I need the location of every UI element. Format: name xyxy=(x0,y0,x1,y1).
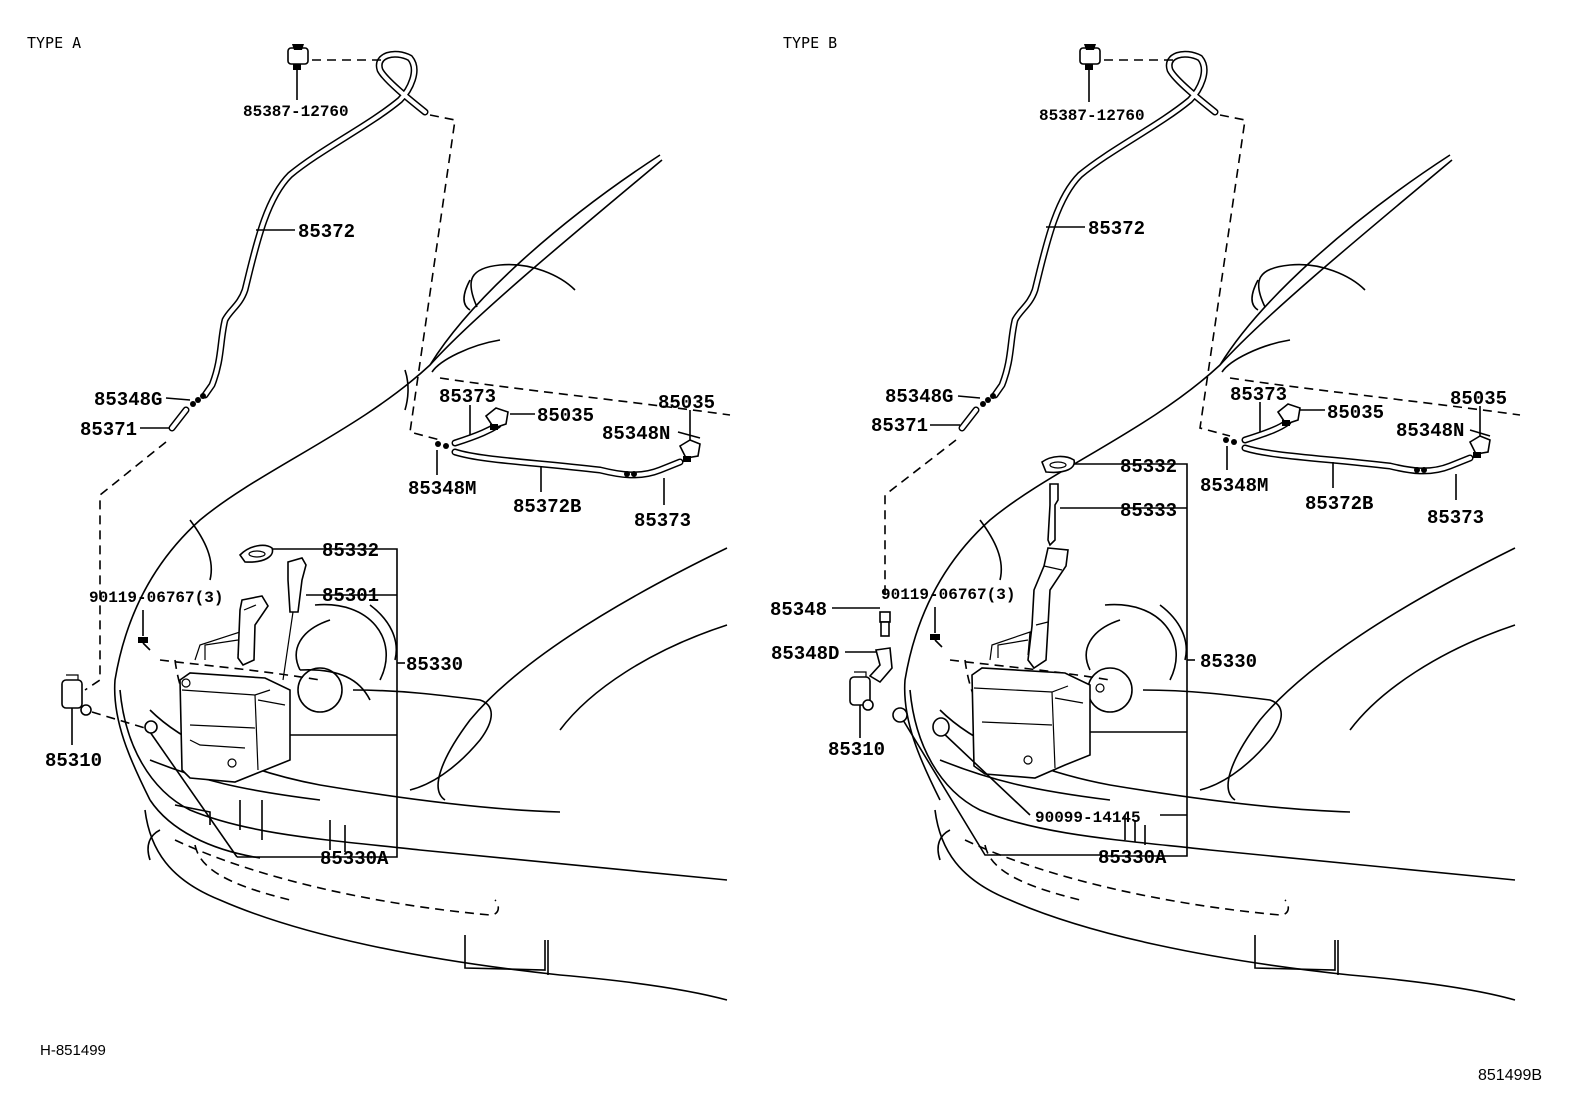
label-b-assy: 85330 xyxy=(1200,651,1257,673)
panel-type-a: TYPE A xyxy=(27,34,731,1059)
route-dash-b2 xyxy=(884,439,957,600)
label-a-hose-short: 85371 xyxy=(80,419,137,441)
pump-dash-a xyxy=(91,711,146,729)
hose-clip-icon xyxy=(287,44,309,100)
washer-jar-icon xyxy=(971,631,1105,779)
grommet-icon xyxy=(932,717,950,737)
car-front-outline xyxy=(113,154,731,1001)
leader-b-joint-g xyxy=(957,395,981,399)
hose-joint-icon xyxy=(980,393,996,407)
label-b-nozzle-left: 85035 xyxy=(1327,402,1384,424)
label-a-hose-372b: 85372B xyxy=(513,496,581,518)
image-code-left: H-851499 xyxy=(40,1042,106,1059)
label-b-joint-m: 85348M xyxy=(1200,475,1268,497)
grommet-icon xyxy=(144,720,158,734)
label-b-joint-n: 85348N xyxy=(1396,420,1464,442)
label-a-hose-b: 85373 xyxy=(439,386,496,408)
washer-nozzle-icon xyxy=(678,439,701,462)
washer-nozzle-icon xyxy=(1468,435,1491,458)
hose-joint-icon xyxy=(190,393,206,407)
label-a-cap-gasket: 85332 xyxy=(322,540,379,562)
route-dash-a2 xyxy=(84,441,167,691)
washer-pump-icon xyxy=(849,671,874,738)
label-b-grommet: 90099-14145 xyxy=(1035,809,1141,827)
type-b-label: TYPE B xyxy=(783,34,837,52)
washer-nozzle-icon xyxy=(1276,403,1301,426)
label-a-pump: 85310 xyxy=(45,750,102,772)
image-code-right: 851499B xyxy=(1478,1067,1542,1084)
label-a-jar: 85330A xyxy=(320,848,389,870)
label-b-screw: 90119-06767(3) xyxy=(881,586,1015,604)
hose-elbow-icon xyxy=(868,647,893,684)
label-b-nozzle-right: 85035 xyxy=(1450,388,1507,410)
label-b-hose-372b: 85372B xyxy=(1305,493,1373,515)
leader-b-joint-n xyxy=(1469,429,1491,437)
screw-icon xyxy=(138,637,151,651)
filler-neck-icon xyxy=(237,595,269,667)
label-b-jar: 85330A xyxy=(1098,847,1167,869)
label-a-nozzle-right: 85035 xyxy=(658,392,715,414)
leader-a-joint-n xyxy=(677,431,701,439)
label-a-clip: 85387-12760 xyxy=(243,103,349,121)
label-b-joint: 85348 xyxy=(770,599,827,621)
screw-icon xyxy=(930,634,943,648)
type-a-label: TYPE A xyxy=(27,34,81,52)
route-dash-b1 xyxy=(1199,114,1246,437)
label-b-hose-b: 85373 xyxy=(1230,384,1287,406)
label-b-inlet: 85333 xyxy=(1120,500,1177,522)
label-b-joint-g: 85348G xyxy=(885,386,953,408)
label-b-cap-gasket: 85332 xyxy=(1120,456,1177,478)
label-a-screw: 90119-06767(3) xyxy=(89,589,223,607)
label-a-inlet: 85301 xyxy=(322,585,379,607)
leader-b-jar-bottom xyxy=(899,714,1100,856)
gasket-icon xyxy=(238,544,274,563)
leader-a-joint-g xyxy=(165,397,191,401)
filler-neck-icon xyxy=(1027,547,1069,670)
washer-nozzle-icon xyxy=(484,407,509,430)
label-b-hose-b2: 85373 xyxy=(1427,507,1484,529)
label-b-joint-d: 85348D xyxy=(771,643,839,665)
washer-pump-icon xyxy=(61,674,92,745)
grommet-icon xyxy=(892,707,908,723)
car-front-outline xyxy=(903,154,1521,1001)
label-a-hose-b2: 85373 xyxy=(634,510,691,532)
leader-b-grommet-ring xyxy=(939,729,1031,816)
leader-a-grommet xyxy=(149,731,238,858)
label-b-hose-main: 85372 xyxy=(1088,218,1145,240)
hose-clip-icon xyxy=(1079,44,1101,102)
label-a-joint-m: 85348M xyxy=(408,478,476,500)
inlet-tube xyxy=(1047,483,1059,547)
washer-jar-icon xyxy=(179,631,291,783)
nozzle-hoses xyxy=(435,421,684,479)
hose-joint-icon xyxy=(879,611,891,637)
inlet-tube xyxy=(282,557,307,681)
label-a-nozzle-left: 85035 xyxy=(537,405,594,427)
gasket-icon xyxy=(1041,455,1075,474)
bracket-a-assy xyxy=(237,548,398,858)
label-a-joint-n: 85348N xyxy=(602,423,670,445)
label-a-assy: 85330 xyxy=(406,654,463,676)
panel-type-b: TYPE B xyxy=(770,34,1542,1084)
label-b-hose-short: 85371 xyxy=(871,415,928,437)
label-a-joint-g: 85348G xyxy=(94,389,162,411)
label-a-hose-main: 85372 xyxy=(298,221,355,243)
label-b-clip: 85387-12760 xyxy=(1039,107,1145,125)
washer-hose-main xyxy=(201,50,429,399)
route-dash-a1 xyxy=(409,114,456,441)
label-b-pump: 85310 xyxy=(828,739,885,761)
